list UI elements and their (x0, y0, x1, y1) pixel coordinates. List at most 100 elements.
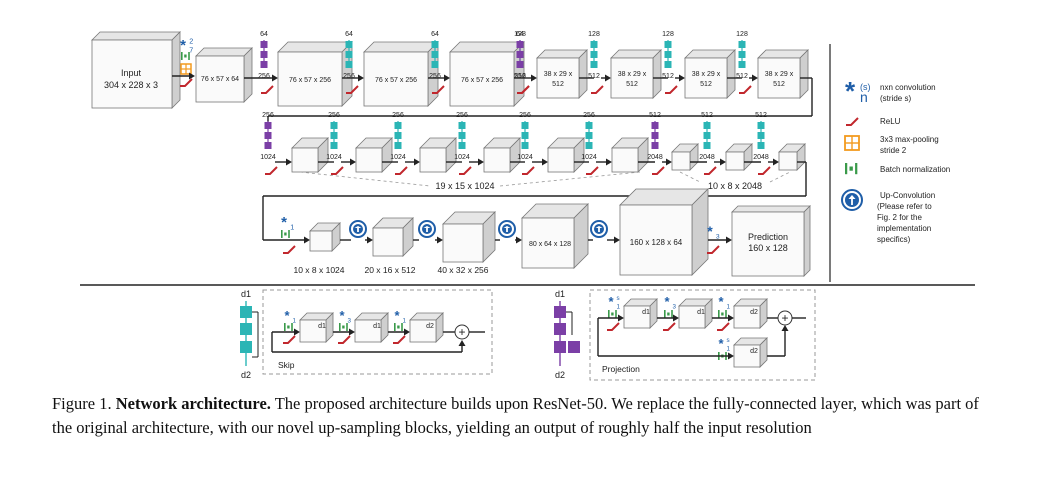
proj-d1-text: d1 (642, 309, 650, 316)
proj-icon-unit (554, 306, 566, 318)
resblock-unit (458, 122, 466, 129)
block-front-face (725, 151, 745, 171)
conv-superscript: s (726, 337, 729, 344)
conv-subscript: 3 (672, 303, 676, 310)
legend-upconv-text: (Please refer to (877, 202, 932, 211)
block-top-face (449, 41, 525, 53)
arrowhead (272, 74, 278, 82)
skip-frame (262, 289, 493, 375)
upconv-arrowhead (423, 226, 431, 228)
group-brace (679, 171, 701, 183)
resblock-unit (260, 51, 268, 58)
resblock-unit (394, 132, 402, 139)
conv-star: * (339, 308, 345, 323)
convolution-icon: *1 (718, 294, 730, 310)
block-r2-2 (355, 137, 393, 173)
legend-conv-text: nxn convolution (880, 83, 936, 92)
filter-count-top: 256 (262, 112, 274, 119)
group-brace (499, 171, 641, 187)
conv-star: * (284, 308, 290, 323)
resblock-unit (431, 51, 439, 58)
arrowhead (614, 236, 620, 244)
arrowhead (516, 236, 522, 244)
block-side-face (652, 49, 662, 99)
skip-block-d1-b (354, 312, 389, 343)
block-r1b-dims: 38 x 29 x (544, 71, 573, 78)
bn-dot (342, 325, 345, 329)
block-r1-dims: 76 x 57 x 256 (461, 77, 503, 84)
proj-icon-unit (554, 323, 566, 335)
resblock-unit (590, 41, 598, 48)
caption-prefix: Figure 1. (52, 394, 112, 413)
encoder-row-2: 2561024256102425610242561024256102425610… (260, 112, 807, 240)
resblock-unit (260, 61, 268, 68)
block-front-face (619, 204, 693, 276)
resblock-unit (330, 142, 338, 149)
maxpool-icon (180, 63, 192, 75)
bn-bar (288, 230, 290, 238)
block-front-face (684, 57, 728, 99)
sum-plus: + (781, 311, 788, 325)
block-front-face (195, 55, 245, 103)
legend-conv-sup: (s) (860, 82, 871, 92)
arrowhead (189, 72, 195, 80)
arrowhead (752, 74, 758, 82)
filter-count-side: 256 (343, 73, 355, 80)
filter-count-top: 512 (755, 112, 767, 119)
figure-caption: Figure 1. Network architecture. The prop… (52, 392, 992, 440)
convolution-icon: *72 (180, 36, 193, 54)
bn-bar (284, 323, 286, 331)
bn-bar (664, 310, 666, 318)
residual-block-icon: 512 (514, 40, 526, 80)
filter-count-side: 1024 (581, 154, 597, 161)
filter-count-side: 512 (588, 73, 600, 80)
block-r3-5 (619, 188, 709, 276)
proj-label: Projection (602, 364, 640, 374)
convolution-icon: *3 (664, 294, 676, 310)
resblock-unit (738, 41, 746, 48)
filter-count-side: 256 (514, 73, 526, 80)
upconv-icon (498, 220, 516, 238)
resblock-unit (394, 122, 402, 129)
proj-d1-label: d1 (555, 289, 565, 299)
filter-count-top: 256 (519, 112, 531, 119)
conv-subscript: 3 (716, 234, 720, 241)
block-r1b-2 (610, 49, 662, 99)
block-side-face (803, 205, 811, 277)
bn-bar (725, 310, 727, 318)
block-front-face (291, 147, 319, 173)
convolution-icon: *3 (339, 308, 351, 324)
bn-bar (394, 323, 396, 331)
resblock-unit (264, 132, 272, 139)
block-front-face (354, 319, 382, 343)
block-front-face (483, 147, 511, 173)
relu-icon (758, 166, 771, 175)
block-r1b-dims: 38 x 29 x (765, 71, 794, 78)
proj-d2-text: d2 (750, 309, 758, 316)
arrowhead (304, 236, 310, 244)
resblock-unit (738, 51, 746, 58)
skip-icon-unit (240, 306, 252, 318)
legend-conv-sub: n (860, 89, 868, 105)
block-r1-2 (277, 41, 353, 107)
proj-block-d1-a (623, 298, 658, 329)
block-r3-4-dims: 80 x 64 x 128 (529, 241, 571, 248)
convolution-icon: *1 (281, 214, 294, 232)
conv-subscript: 1 (402, 317, 406, 324)
caption-title: Network architecture. (115, 394, 271, 413)
filter-count-side: 256 (429, 73, 441, 80)
bn-bar (346, 323, 348, 331)
relu-icon (652, 166, 665, 175)
group-brace (299, 171, 431, 187)
resblock-unit (330, 122, 338, 129)
bn-bar (188, 52, 190, 60)
block-front-face (678, 305, 706, 329)
upconv-icon (841, 189, 863, 211)
block-r2-6 (611, 137, 649, 173)
resblock-unit (590, 51, 598, 58)
arrowhead (728, 314, 734, 322)
block-front-face (733, 344, 761, 368)
